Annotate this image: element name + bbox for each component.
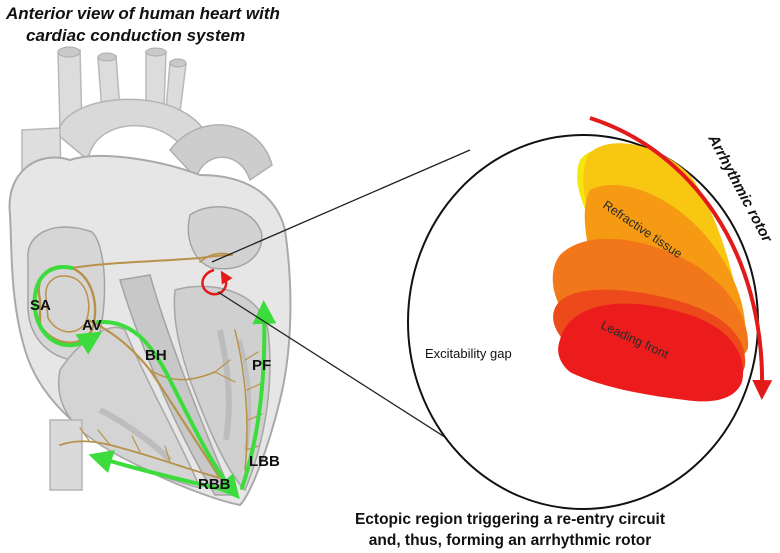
vessel-branch-4 <box>166 62 186 112</box>
heart-illustration <box>10 47 291 505</box>
label-lbb: LBB <box>249 453 280 470</box>
wavefront-layers <box>553 143 748 401</box>
label-sa: SA <box>30 297 51 314</box>
label-bh: BH <box>145 347 167 364</box>
label-pf: PF <box>252 357 271 374</box>
zoom-panel: Refractive tissue Leading front Excitabi… <box>408 135 758 509</box>
caption-line-1: Ectopic region triggering a re-entry cir… <box>250 511 770 529</box>
excitability-gap-label: Excitability gap <box>425 346 512 361</box>
label-av: AV <box>82 317 102 334</box>
inferior-vena-cava <box>50 420 82 490</box>
caption-line-2: and, thus, forming an arrhythmic rotor <box>250 532 770 550</box>
label-rbb: RBB <box>198 476 231 493</box>
